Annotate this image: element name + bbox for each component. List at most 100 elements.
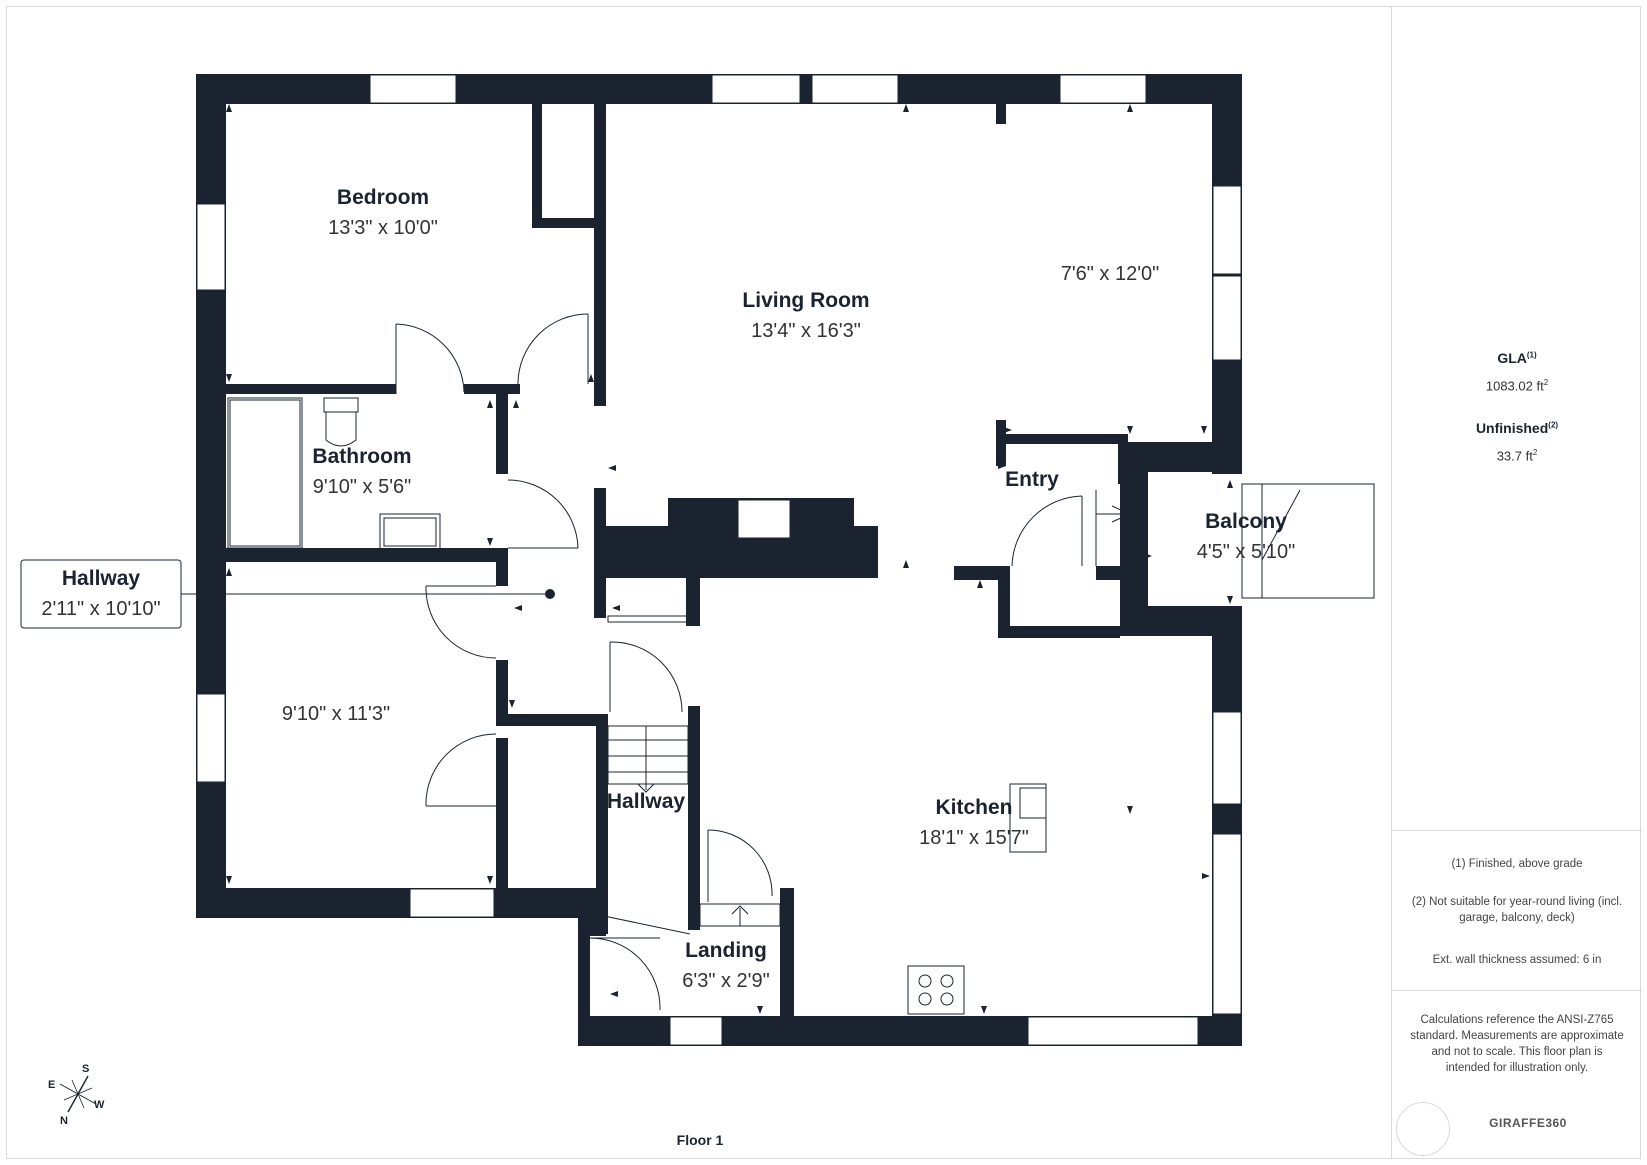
- floor-label: Floor 1: [677, 1132, 724, 1148]
- hallway-callout-name: Hallway: [62, 567, 141, 590]
- measurement-ticks: [226, 104, 1233, 1014]
- wall-closet: [496, 738, 508, 888]
- window: [1212, 711, 1242, 805]
- doors: [395, 313, 1132, 1011]
- kitchen-dims: 18'1" x 15'7": [919, 827, 1029, 849]
- window: [1212, 185, 1242, 275]
- fireplace-post: [686, 578, 700, 626]
- burner-icon: [940, 974, 954, 988]
- wall-hall: [496, 660, 508, 726]
- burner-icon: [918, 992, 932, 1006]
- fixtures: [227, 130, 1047, 1015]
- stove-icon: [907, 965, 965, 1015]
- burner-icon: [940, 992, 954, 1006]
- living-room-name: Living Room: [742, 289, 869, 312]
- panel-divider: [1392, 990, 1642, 991]
- unfinished-ref: (2): [1548, 420, 1559, 430]
- hallway-callout-leader: [181, 589, 555, 599]
- gla-label-text: GLA: [1497, 350, 1527, 366]
- wall-stair-east: [688, 706, 700, 930]
- wall-bottom-left: [196, 888, 606, 918]
- toilet-bowl-icon: [325, 412, 357, 447]
- floor-plan: Bedroom 13'3" x 10'0" Living Room 13'4" …: [20, 74, 1375, 1148]
- window: [669, 1016, 723, 1046]
- staircase: [603, 725, 781, 935]
- fireplace-post: [594, 578, 606, 618]
- wall-bedroom-east: [594, 104, 606, 406]
- stair-hallway-name: Hallway: [607, 790, 686, 813]
- bathroom-name: Bathroom: [312, 445, 411, 468]
- note-unfinished: (2) Not suitable for year-round living (…: [1411, 896, 1623, 924]
- brand-logo: GIRAFFE360: [1489, 1116, 1567, 1130]
- hallway-callout-dims: 2'11" x 10'10": [41, 598, 160, 620]
- unfinished-value-text: 33.7 ft: [1496, 448, 1533, 464]
- landing-name: Landing: [685, 939, 767, 962]
- wall-entry: [996, 434, 1120, 444]
- windows: [196, 74, 1242, 1046]
- wall-bath-south: [226, 548, 508, 562]
- gla-value: 1083.02 ft2: [1392, 378, 1642, 393]
- nook-dims: 7'6" x 12'0": [1061, 263, 1160, 285]
- wall-entry-closet: [998, 626, 1120, 638]
- compass-rose-icon: S E W N: [48, 1063, 105, 1127]
- interior-walls: [226, 104, 1128, 1016]
- compass-e: E: [48, 1079, 55, 1091]
- window: [196, 203, 226, 291]
- wall-hall: [508, 714, 608, 726]
- info-panel: GLA(1) 1083.02 ft2 Unfinished(2) 33.7 ft…: [1391, 6, 1642, 1159]
- gla-unit: 2: [1543, 378, 1549, 387]
- kitchen-name: Kitchen: [935, 796, 1012, 819]
- wall-landing-west: [578, 936, 590, 1016]
- closet-wall: [532, 104, 542, 222]
- balcony-dims: 4'5" x 5'10": [1197, 541, 1296, 563]
- disclaimer: Calculations reference the ANSI-Z765 sta…: [1410, 1014, 1624, 1074]
- wall-landing: [780, 888, 794, 1016]
- wall-bath-east: [496, 394, 508, 474]
- window: [1027, 1016, 1199, 1046]
- unfinished-label-text: Unfinished: [1475, 420, 1549, 436]
- balcony-name: Balcony: [1205, 510, 1287, 533]
- compass-s: S: [82, 1063, 89, 1075]
- note-wall-thickness: Ext. wall thickness assumed: 6 in: [1432, 954, 1602, 966]
- burner-icon: [918, 974, 932, 988]
- landing-dims: 6'3" x 2'9": [682, 970, 769, 992]
- window: [1212, 833, 1242, 1015]
- window: [1059, 74, 1147, 104]
- wall-left: [196, 74, 226, 918]
- bedroom-name: Bedroom: [337, 186, 429, 209]
- room-labels: Bedroom 13'3" x 10'0" Living Room 13'4" …: [282, 186, 1295, 992]
- window: [1212, 275, 1242, 361]
- stair-arrow-icon: [731, 905, 749, 915]
- wall-entry: [1118, 434, 1128, 484]
- unfinished-value: 33.7 ft2: [1392, 448, 1642, 463]
- wall-bed-bath: [464, 384, 520, 394]
- bedroom-dims: 13'3" x 10'0": [328, 217, 438, 239]
- bathroom-dims: 9'10" x 5'6": [313, 476, 412, 498]
- wall-entry: [954, 566, 1008, 580]
- toilet-tank-icon: [323, 397, 359, 413]
- unfinished-unit: 2: [1532, 448, 1538, 457]
- window: [711, 74, 801, 104]
- window: [409, 888, 495, 918]
- gla-label: GLA(1): [1392, 350, 1642, 366]
- panel-divider: [1392, 830, 1642, 831]
- window: [369, 74, 457, 104]
- gla-ref: (1): [1526, 350, 1537, 360]
- closet-wall: [532, 218, 596, 228]
- wall-entry: [1096, 566, 1120, 580]
- bathtub-icon: [227, 397, 303, 549]
- hallway-callout: Hallway 2'11" x 10'10": [20, 559, 182, 629]
- entry-name: Entry: [1005, 468, 1059, 491]
- compass-n: N: [60, 1115, 68, 1127]
- wall-bed-bath: [226, 384, 396, 394]
- living-room-dims: 13'4" x 16'3": [751, 320, 861, 342]
- window: [196, 693, 226, 783]
- window: [811, 74, 899, 104]
- wall-entry-closet: [998, 566, 1010, 638]
- fireplace-icon: [737, 499, 791, 539]
- wall-stub: [996, 104, 1006, 124]
- wall-balcony-bottom: [1120, 606, 1242, 636]
- wall-stair-west: [596, 714, 608, 934]
- gla-value-text: 1083.02 ft: [1485, 378, 1544, 394]
- unfinished-label: Unfinished(2): [1392, 420, 1642, 436]
